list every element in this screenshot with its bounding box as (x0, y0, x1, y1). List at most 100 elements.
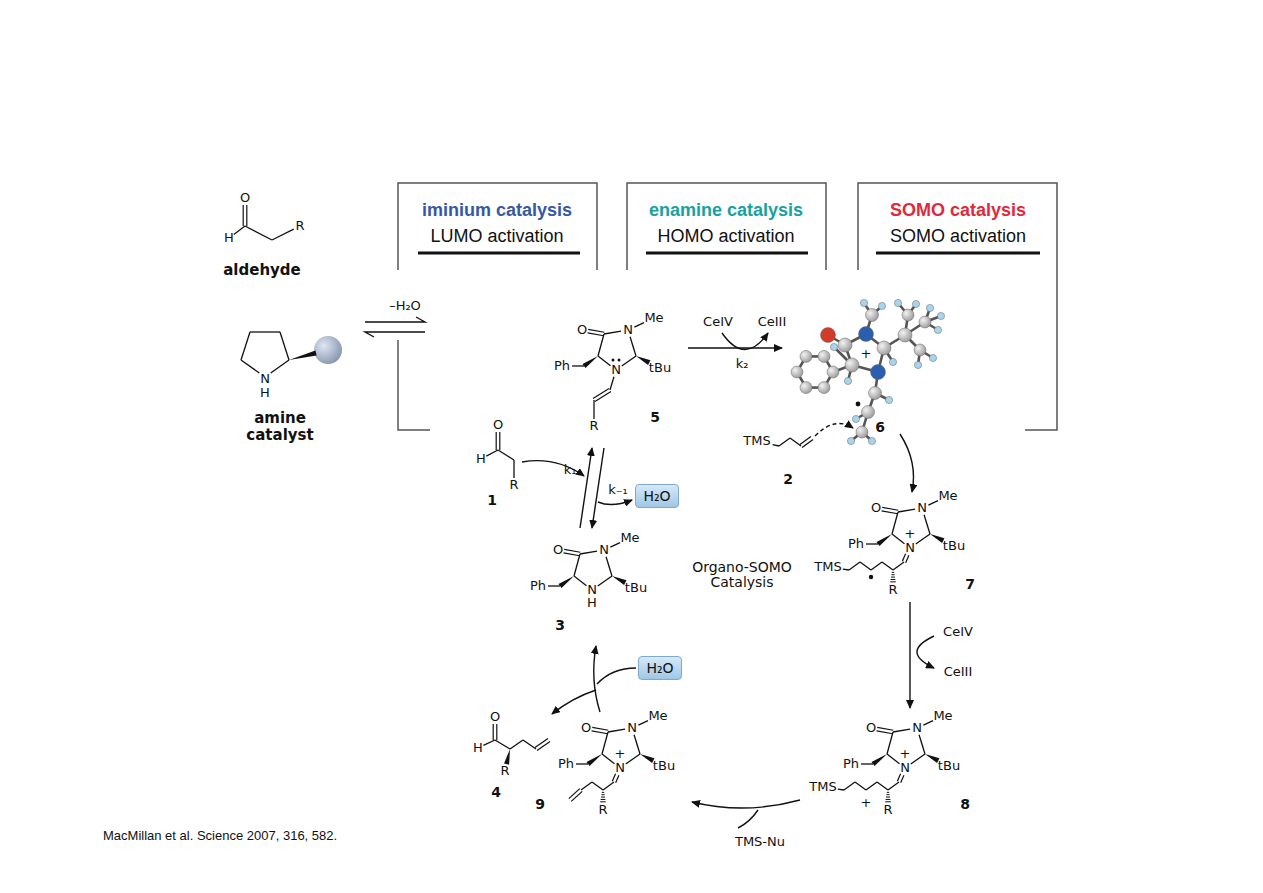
compound-number: 5 (650, 410, 660, 425)
product-arrow (552, 690, 596, 714)
bond (603, 782, 614, 790)
structure-label: TMS-Nu (735, 835, 785, 849)
compound-number: 7 (965, 577, 975, 592)
bond (241, 360, 259, 373)
model-atom (914, 344, 926, 356)
bond (902, 554, 905, 562)
structure-label: Me (648, 709, 667, 723)
bond (887, 792, 889, 793)
bond (241, 332, 250, 360)
structure-label: Ph (558, 757, 574, 771)
structure-label: O (490, 710, 500, 724)
bond (622, 356, 636, 366)
structure-label: TMS (814, 560, 841, 574)
structure-label: N (912, 721, 922, 735)
mode-subheading: SOMO activation (890, 223, 1026, 249)
bond (598, 356, 610, 366)
bond (779, 438, 790, 446)
compound-number: 1 (487, 493, 497, 508)
panel-bracket (627, 183, 826, 270)
model-atom (852, 415, 859, 422)
bond (638, 721, 648, 725)
structure-label: R (295, 219, 304, 233)
structure-label: k₋₁ (608, 483, 628, 497)
bond (535, 739, 548, 748)
bond (891, 579, 896, 580)
model-atom (912, 300, 919, 307)
structure-label: tBu (625, 581, 647, 595)
model-atom (914, 361, 921, 368)
radical-cation-model (791, 299, 945, 444)
structure-label: CeIII (944, 665, 973, 679)
structure-label: H (260, 386, 270, 400)
model-atom (926, 304, 933, 311)
model-atom (868, 437, 875, 444)
reagent-arrow (597, 668, 636, 684)
wedge-bond (582, 356, 598, 368)
bond (592, 727, 608, 730)
bond (916, 534, 930, 544)
bond (886, 797, 890, 798)
model-atom (818, 382, 830, 394)
structure-label: tBu (938, 759, 960, 773)
equilibrium-arrow (592, 448, 604, 528)
structure-label: O (871, 501, 881, 515)
bond (898, 509, 915, 512)
bond (893, 729, 910, 732)
structure-label: Me (938, 489, 957, 503)
bond (886, 799, 891, 800)
bond (606, 557, 612, 576)
bond (569, 789, 580, 799)
panel-bracket (398, 183, 597, 270)
structure-label: N (623, 323, 633, 337)
attack-arrow (815, 424, 853, 437)
bond (892, 512, 898, 534)
bond (243, 205, 244, 226)
equilibrium-arrow (580, 448, 592, 528)
model-atom (878, 302, 885, 309)
structure-label: R (500, 764, 509, 778)
structure-label: k₂ (736, 357, 749, 371)
bond (892, 534, 904, 544)
mode-panel: iminium catalysisLUMO activation (422, 197, 572, 249)
structure-label: tBu (649, 361, 671, 375)
reaction-arrow (900, 434, 914, 492)
panel-bracket (858, 183, 1057, 430)
bond (593, 400, 594, 419)
bond (595, 392, 611, 402)
electron-dot (612, 359, 615, 362)
bond (892, 572, 894, 573)
model-atom (929, 354, 936, 361)
bond (602, 754, 614, 764)
bond (548, 585, 560, 586)
reagent-box: H₂O (638, 656, 681, 680)
bond (564, 549, 580, 552)
bond (513, 460, 514, 478)
model-atom (800, 350, 812, 362)
bond (877, 731, 893, 734)
bond (280, 332, 289, 360)
model-atom (844, 377, 851, 384)
model-atom (800, 382, 812, 394)
bond (493, 724, 494, 740)
bond (610, 543, 620, 547)
wedge-bond (930, 534, 944, 543)
bond (790, 438, 801, 446)
structure-label: O (240, 191, 250, 205)
bond (537, 741, 550, 750)
structure-label: + (861, 347, 872, 361)
bond (598, 334, 604, 356)
bond (576, 763, 588, 764)
bond (893, 562, 904, 570)
structure-label: R (509, 478, 518, 492)
reagent-arrow (722, 333, 768, 350)
bond (849, 562, 860, 570)
structure-label: Ph (554, 359, 570, 373)
bond (271, 360, 289, 373)
model-atom (838, 338, 852, 352)
electron-dot (856, 402, 861, 407)
wedge-bond (925, 754, 939, 763)
electron-dot (869, 575, 873, 579)
structure-label: + (861, 796, 872, 810)
